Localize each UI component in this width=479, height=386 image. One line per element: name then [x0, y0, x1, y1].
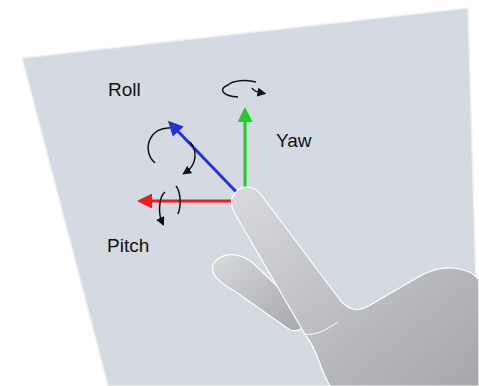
pitch-rotation	[176, 186, 180, 214]
roll-rotation	[186, 142, 195, 172]
yaw-rotation	[252, 88, 262, 93]
knuckle-line	[304, 322, 338, 334]
roll-axis	[170, 123, 245, 201]
axis-label: Pitch	[107, 236, 149, 257]
pitch-axis	[140, 200, 245, 203]
touch-surface	[22, 8, 479, 386]
yaw-rotation	[222, 80, 256, 97]
axis-label: Yaw	[276, 131, 312, 152]
axis-label: Roll	[108, 80, 141, 101]
pitch-rotation	[160, 192, 165, 222]
hand	[232, 187, 479, 386]
roll-rotation	[148, 128, 170, 163]
